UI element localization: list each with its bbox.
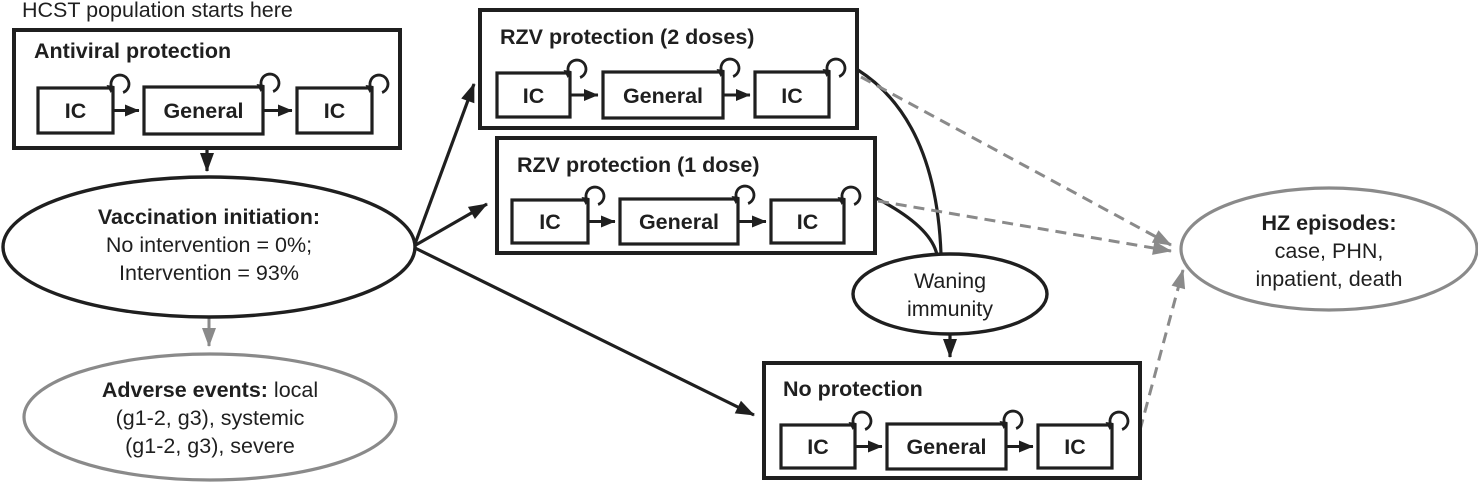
state-box bbox=[779, 423, 857, 470]
state-label: IC bbox=[523, 84, 545, 108]
rzv2-title: RZV protection (2 doses) bbox=[500, 25, 754, 49]
arrow-rzv2-to-waning bbox=[857, 68, 943, 255]
hz-line2: case, PHN, bbox=[1275, 239, 1384, 263]
adverse-title: Adverse events: bbox=[102, 378, 268, 402]
adverse-line3: (g1-2, g3), severe bbox=[125, 434, 295, 458]
state-label: IC bbox=[1064, 435, 1086, 459]
state-label: IC bbox=[781, 84, 803, 108]
hz-line3: inpatient, death bbox=[1255, 267, 1402, 291]
hz-episodes-ellipse: HZ episodes: case, PHN, inpatient, death bbox=[1179, 186, 1478, 312]
dashed-arrow-rzv2-to-hz bbox=[860, 75, 1172, 247]
vaccination-initiation-ellipse: Vaccination initiation: No intervention … bbox=[1, 175, 417, 319]
state-box bbox=[1036, 423, 1114, 470]
state-box bbox=[36, 86, 115, 135]
waning-outline bbox=[851, 252, 1049, 336]
hz-outline bbox=[1179, 186, 1478, 312]
antiviral-protection-box: Antiviral protection IC General IC bbox=[12, 28, 402, 150]
vaccination-title: Vaccination initiation: bbox=[98, 205, 320, 229]
noprotection-title: No protection bbox=[783, 377, 923, 401]
state-label: IC bbox=[539, 210, 561, 234]
state-label: IC bbox=[324, 99, 346, 123]
adverse-title-rest: local bbox=[268, 378, 318, 402]
antiviral-title: Antiviral protection bbox=[34, 39, 231, 63]
dashed-arrow-rzv1-to-hz bbox=[877, 199, 1172, 255]
state-label: IC bbox=[797, 210, 819, 234]
state-box bbox=[885, 422, 1008, 471]
state-label: General bbox=[639, 210, 719, 234]
arrow-vaccination-to-rzv1 bbox=[413, 202, 488, 248]
arrow-vaccination-to-rzv2 bbox=[413, 83, 476, 245]
state-box bbox=[295, 86, 374, 135]
waning-line2: immunity bbox=[907, 297, 993, 321]
vaccination-line2: No intervention = 0%; bbox=[106, 233, 312, 257]
rzv-1dose-box: RZV protection (1 dose) IC General IC bbox=[495, 136, 877, 255]
hz-title: HZ episodes: bbox=[1262, 211, 1397, 235]
rzv1-title: RZV protection (1 dose) bbox=[517, 153, 759, 177]
arrow-vaccination-to-noprotection bbox=[414, 246, 755, 417]
state-label: IC bbox=[807, 435, 829, 459]
state-label: General bbox=[163, 99, 243, 123]
adverse-outline bbox=[22, 352, 398, 482]
start-annotation: HCST population starts here bbox=[22, 0, 293, 22]
vaccination-outline bbox=[1, 175, 417, 319]
no-protection-box: No protection IC General IC bbox=[762, 361, 1142, 480]
waning-line1: Waning bbox=[914, 269, 986, 293]
state-box bbox=[510, 198, 590, 245]
adverse-title-line: Adverse events: local bbox=[102, 378, 318, 402]
rzv-2dose-box: RZV protection (2 doses) IC General IC bbox=[478, 8, 859, 130]
waning-immunity-ellipse: Waning immunity bbox=[851, 252, 1049, 336]
state-label: General bbox=[906, 435, 986, 459]
vaccination-line3: Intervention = 93% bbox=[119, 261, 299, 285]
state-label: General bbox=[623, 84, 703, 108]
state-box bbox=[769, 198, 846, 245]
state-box bbox=[753, 70, 831, 119]
dashed-arrow-noprotection-to-hz bbox=[1138, 269, 1186, 431]
connectors bbox=[200, 68, 1186, 431]
adverse-line2: (g1-2, g3), systemic bbox=[116, 406, 305, 430]
adverse-events-ellipse: Adverse events: local (g1-2, g3), system… bbox=[22, 352, 398, 482]
state-label: IC bbox=[65, 99, 87, 123]
